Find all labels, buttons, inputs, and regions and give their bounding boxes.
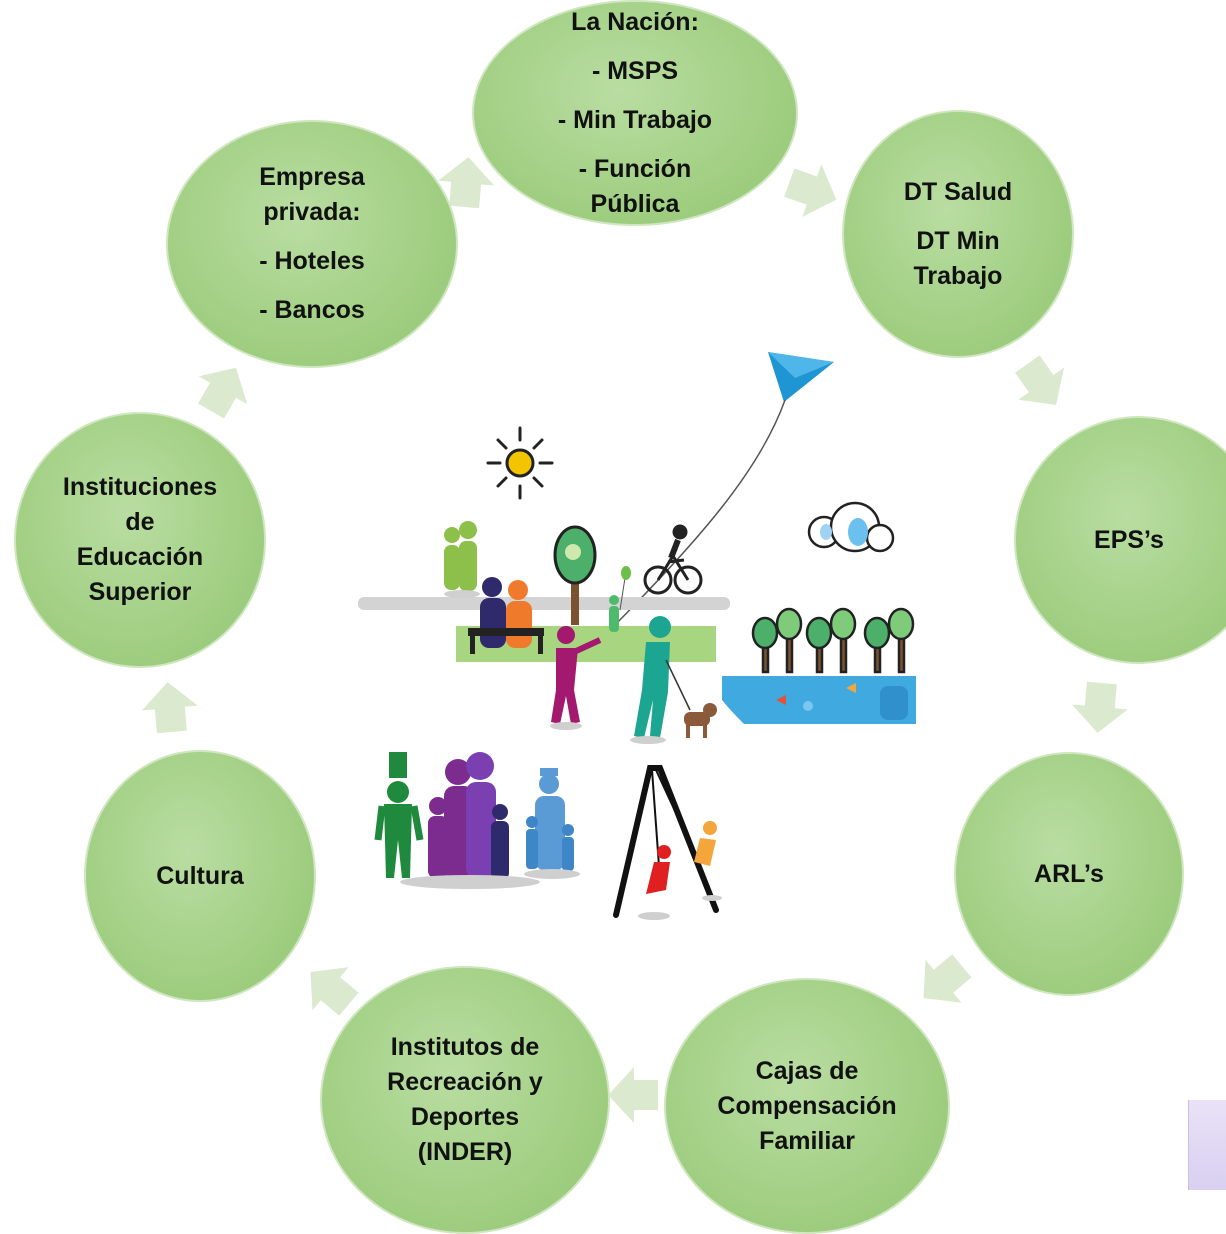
node-educacion-line-2: de xyxy=(125,508,155,536)
swing-icon xyxy=(613,765,722,920)
node-la-nacion-line-2: - MSPS xyxy=(591,56,679,85)
node-cajas-line-1: Cajas de xyxy=(755,1056,859,1085)
node-cultura-label: Cultura xyxy=(156,861,244,890)
dog-icon xyxy=(684,703,717,738)
node-la-nacion-line-1: La Nación: xyxy=(571,7,699,36)
cloud-icon xyxy=(807,501,895,553)
node-arl: ARL’s xyxy=(954,752,1184,996)
node-la-nacion-line-5: Pública xyxy=(590,189,680,218)
node-dt-line-3: Trabajo xyxy=(913,261,1003,290)
node-inder-line-3: Deportes xyxy=(410,1103,520,1131)
node-empresa-line-4: - Bancos xyxy=(259,296,365,324)
node-educacion-line-1: Instituciones xyxy=(62,473,218,501)
node-cajas-line-3: Familiar xyxy=(759,1126,855,1155)
node-educacion-line-4: Superior xyxy=(88,578,192,606)
node-inder-line-2: Recreación y xyxy=(387,1068,543,1096)
kite-icon xyxy=(599,352,834,641)
node-la-nacion: La Nación: - MSPS - Min Trabajo - Funció… xyxy=(472,0,798,226)
cyclist-icon xyxy=(643,524,703,595)
node-empresa-line-1: Empresa xyxy=(259,163,365,191)
node-cajas: Cajas de Compensación Familiar xyxy=(664,978,950,1234)
node-cajas-line-2: Compensación xyxy=(717,1091,897,1120)
family-icon xyxy=(374,752,580,889)
sun-icon xyxy=(486,426,554,500)
node-empresa-line-3: - Hoteles xyxy=(259,247,365,275)
node-inder-line-4: (INDER) xyxy=(417,1138,513,1166)
node-inder-line-1: Institutos de xyxy=(390,1033,540,1061)
pond-icon xyxy=(722,676,916,724)
node-arl-label: ARL’s xyxy=(1034,859,1104,888)
node-dt-line-2: DT Min xyxy=(916,226,1000,255)
seal-image-partial xyxy=(1188,1100,1226,1190)
node-dt: DT Salud DT Min Trabajo xyxy=(842,110,1074,358)
node-cultura: Cultura xyxy=(84,750,316,1002)
node-educacion: Instituciones de Educación Superior xyxy=(14,412,266,668)
tree-icon xyxy=(553,525,597,625)
node-la-nacion-line-3: - Min Trabajo xyxy=(557,105,713,134)
node-eps: EPS’s xyxy=(1014,416,1226,664)
node-la-nacion-line-4: - Función xyxy=(578,154,692,183)
node-dt-line-1: DT Salud xyxy=(903,177,1013,206)
node-empresa-line-2: privada: xyxy=(263,198,361,226)
node-educacion-line-3: Educación xyxy=(76,543,204,571)
node-inder: Institutos de Recreación y Deportes (IND… xyxy=(320,966,610,1234)
node-empresa: Empresa privada: - Hoteles - Bancos xyxy=(166,120,458,368)
node-eps-label: EPS’s xyxy=(1094,525,1164,554)
